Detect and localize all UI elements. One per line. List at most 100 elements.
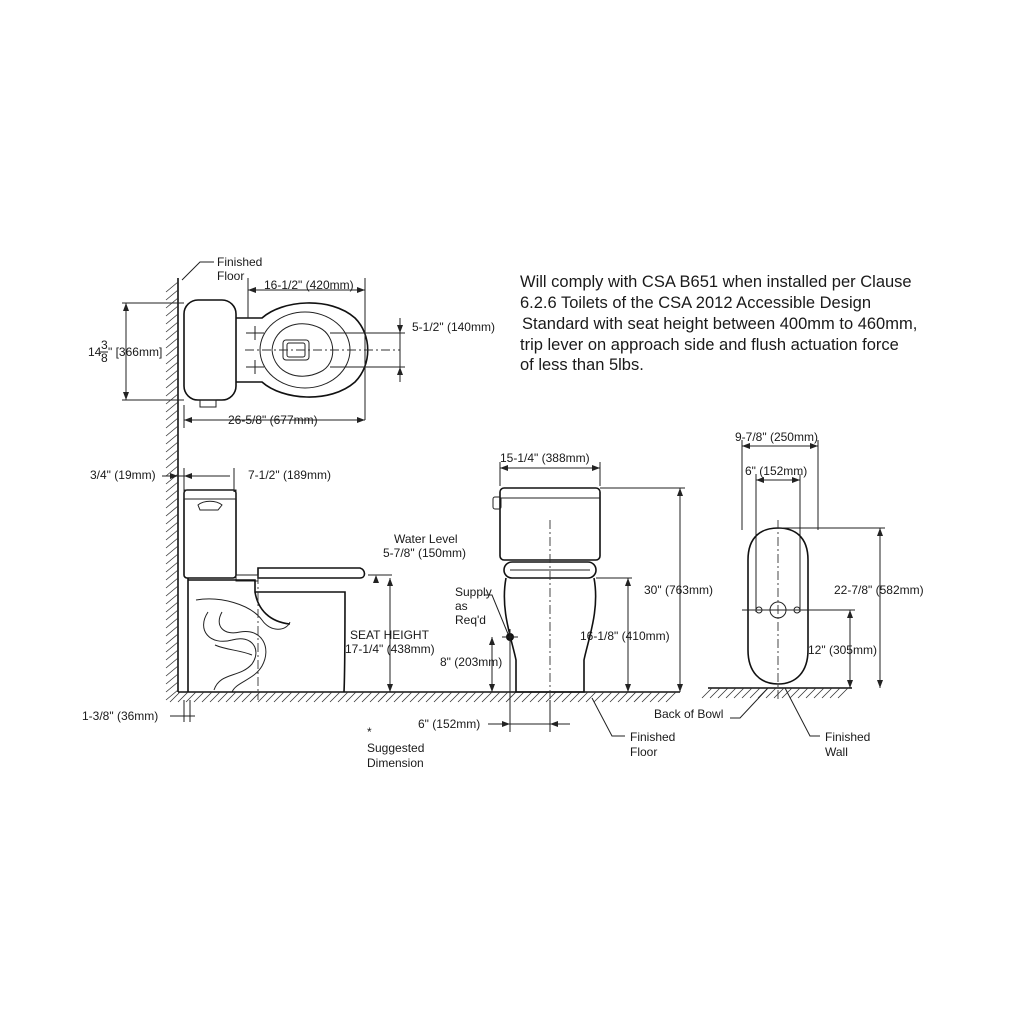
wall-hatch-line [165, 401, 179, 413]
floor-hatch-line [513, 691, 525, 703]
wall-hatch-line [165, 585, 179, 597]
wall-hatch-line [165, 393, 179, 405]
floor-hatch-line [225, 691, 237, 703]
floor-hatch-line [609, 691, 621, 703]
top-bolt-right [246, 360, 264, 374]
floor-hatch-line [465, 691, 477, 703]
wall-hatch-line [165, 561, 179, 573]
wall-hatch-line [165, 449, 179, 461]
floor-hatch-line [329, 691, 341, 703]
top-bowl-width-label: 16-1/2" (420mm) [264, 278, 354, 292]
front-rim-height-label: 16-1/8" (410mm) [580, 629, 670, 643]
floor-hatch-line [521, 691, 533, 703]
bottom-bowl-outline [747, 527, 809, 685]
floor-hatch-line [369, 691, 381, 703]
wall-hatch-line [165, 601, 179, 613]
floor-hatch-line [657, 691, 669, 703]
floor-hatch-line [749, 687, 761, 699]
wall-hatch-line [165, 433, 179, 445]
front-finished-floor-label-1: Finished [630, 730, 675, 744]
front-supply-height-label: 8" (203mm) [440, 655, 502, 669]
bottom-finished-wall-label-2: Wall [825, 745, 848, 759]
floor-hatch-line [641, 691, 653, 703]
floor-hatch-line [377, 691, 389, 703]
wall-hatch-line [165, 529, 179, 541]
front-finished-floor-label-2: Floor [630, 745, 657, 759]
floor-hatch-line [577, 691, 589, 703]
floor-hatch-line [529, 691, 541, 703]
floor-hatch-line [829, 687, 841, 699]
wall-hatch-line [165, 609, 179, 621]
front-supply-label-1: Supply [455, 585, 492, 599]
floor-hatch-line [321, 691, 333, 703]
floor-hatch-line [201, 691, 213, 703]
note-line-2: 6.2.6 Toilets of the CSA 2012 Accessible… [520, 294, 871, 312]
floor-hatch-line [289, 691, 301, 703]
bottom-back-of-bowl-label: Back of Bowl [654, 707, 723, 721]
wall-hatch-line [165, 577, 179, 589]
wall-hatch-line [165, 657, 179, 669]
floor-hatch-line [733, 687, 745, 699]
wall-hatch-line [165, 369, 179, 381]
floor-hatch-line [497, 691, 509, 703]
floor-hatch-line [561, 691, 573, 703]
finished-floor-main [169, 691, 680, 703]
wall-hatch-line [165, 441, 179, 453]
floor-hatch-line [617, 691, 629, 703]
wall-hatch-line [165, 617, 179, 629]
wall-hatch-line [165, 625, 179, 637]
floor-hatch-line [625, 691, 637, 703]
wall-hatch-line [165, 641, 179, 653]
wall-hatch-line [165, 385, 179, 397]
wall-hatch-line [165, 505, 179, 517]
floor-hatch-line [585, 691, 597, 703]
floor-hatch-line [813, 687, 825, 699]
bottom-rough-in-label: 12" (305mm) [808, 643, 877, 657]
floor-hatch-line [489, 691, 501, 703]
note-line-3: Standard with seat height between 400mm … [522, 315, 917, 333]
wall-hatch-line [165, 417, 179, 429]
bottom-finished-wall-label-1: Finished [825, 730, 870, 744]
floor-hatch-line [425, 691, 437, 703]
bottom-inner-width-label: 6" (152mm) [745, 464, 807, 478]
floor-hatch-line [417, 691, 429, 703]
floor-hatch-line [473, 691, 485, 703]
floor-hatch-line [217, 691, 229, 703]
wall-hatch-line [165, 361, 179, 373]
wall-hatch-line [165, 545, 179, 557]
top-depth-denominator: 8 [101, 351, 108, 365]
note-line-5: of less than 5lbs. [520, 356, 644, 374]
floor-hatch-line [837, 687, 849, 699]
floor-hatch-line [441, 691, 453, 703]
floor-hatch-line [569, 691, 581, 703]
side-base-offset-label: 1-3/8" (36mm) [82, 709, 158, 723]
floor-hatch-line [393, 691, 405, 703]
floor-hatch-line [821, 687, 833, 699]
wall-hatch-line [165, 513, 179, 525]
wall-hatch-line [165, 425, 179, 437]
wall-hatch-line [165, 305, 179, 317]
floor-hatch-line [741, 687, 753, 699]
wall-hatch-line [165, 521, 179, 533]
note-line-1: Will comply with CSA B651 when installed… [520, 273, 912, 291]
floor-hatch-line [481, 691, 493, 703]
floor-hatch-line [169, 691, 181, 703]
top-depth-suffix: " [366mm] [108, 345, 162, 359]
floor-hatch-line [209, 691, 221, 703]
top-finished-floor-label-1: Finished [217, 255, 262, 269]
floor-hatch-line [297, 691, 309, 703]
floor-hatch-line [233, 691, 245, 703]
floor-hatch-line [797, 687, 809, 699]
floor-hatch-line [633, 691, 645, 703]
wall-hatch-line [165, 377, 179, 389]
floor-hatch-line [185, 691, 197, 703]
floor-hatch-line [433, 691, 445, 703]
wall-hatch-line [165, 337, 179, 349]
wall-hatch-line [165, 537, 179, 549]
wall-hatch-line [165, 313, 179, 325]
wall-hatch-line [165, 289, 179, 301]
floor-hatch-line [305, 691, 317, 703]
side-tank [183, 489, 237, 579]
floor-hatch-line [665, 691, 677, 703]
floor-hatch-line [593, 691, 605, 703]
